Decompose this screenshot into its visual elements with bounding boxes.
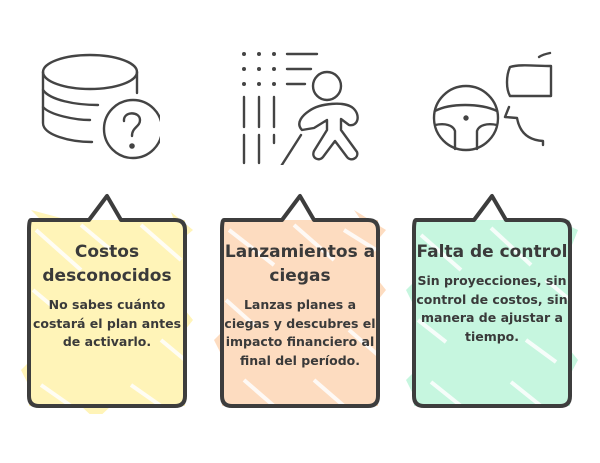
card-falta-de-control: Falta de control Sin proyecciones, sin c… <box>406 190 578 414</box>
blind-person-walking-icon <box>235 45 365 173</box>
card-frame <box>406 194 578 408</box>
database-question-icon <box>40 45 164 169</box>
card-frame <box>21 194 193 414</box>
card-title: Lanzamientos a ciegas <box>224 242 376 286</box>
card-costos-desconocidos: Costos desconocidos No sabes cuánto cost… <box>21 190 193 414</box>
card-title: Falta de control <box>416 242 568 262</box>
card-frame <box>214 194 386 408</box>
steering-wheel-person-icon <box>425 45 565 169</box>
card-title: Costos desconocidos <box>42 242 172 286</box>
card-description: Sin proyecciones, sin control de costos,… <box>416 273 568 344</box>
card-description: Lanzas planes a ciegas y descubres el im… <box>224 297 376 368</box>
card-description: No sabes cuánto costará el plan antes de… <box>32 297 182 349</box>
card-lanzamientos-a-ciegas: Lanzamientos a ciegas Lanzas planes a ci… <box>214 190 386 414</box>
